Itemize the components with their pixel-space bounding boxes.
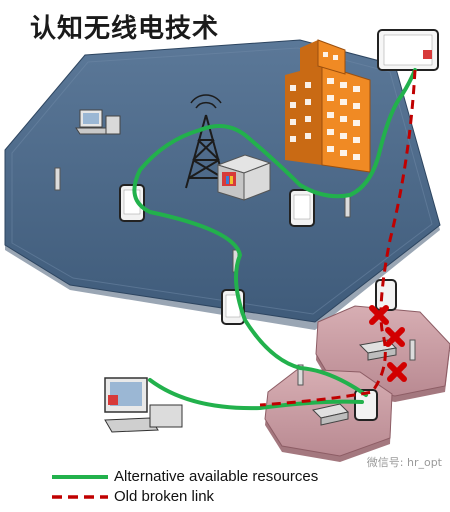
legend-label: Old broken link <box>114 488 215 505</box>
alternative-path-line <box>132 68 417 411</box>
diagram-title: 认知无线电技术 <box>30 14 220 44</box>
building-icon <box>285 39 371 173</box>
legend-item-alternative: Alternative available resources <box>52 468 372 488</box>
broken-link-x-icon <box>369 305 407 382</box>
broken-path-line <box>259 69 417 407</box>
legend-item-broken: Old broken link <box>52 488 372 508</box>
server-icon <box>216 154 272 201</box>
laptop-icon <box>75 109 121 135</box>
smartphone-icon <box>119 29 439 421</box>
desktop-computer-icon <box>104 377 183 433</box>
watermark-text: 微信号: hr_opt <box>366 456 442 469</box>
legend-label: Alternative available resources <box>114 468 319 485</box>
